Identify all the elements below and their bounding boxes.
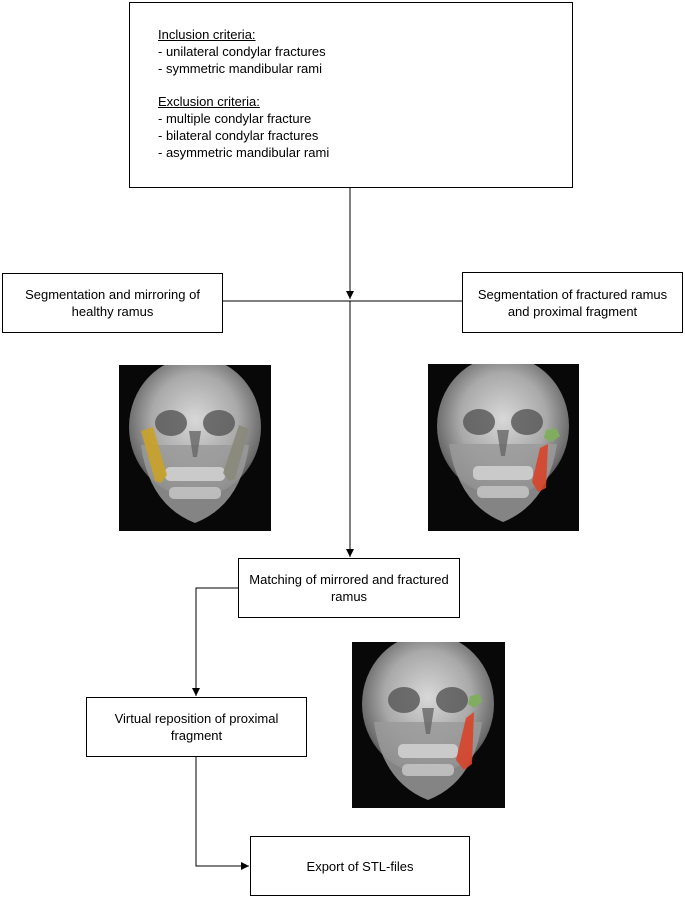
step-label: Export of STL-files [306, 858, 414, 874]
exclusion-item: - bilateral condylar fractures [158, 128, 319, 143]
inclusion-item: - symmetric mandibular rami [158, 61, 322, 76]
connector-matching-to-virtual [192, 587, 238, 696]
criteria-box: Inclusion criteria: - unilateral condyla… [129, 2, 573, 188]
step-matching: Matching of mirrored and fractured ramus [238, 558, 460, 618]
repositioned-fragment-overlay [468, 694, 482, 708]
inclusion-item: - unilateral condylar fractures [158, 44, 326, 59]
matched-ramus-overlay [456, 712, 474, 770]
xray-image-fractured-segmentation [428, 364, 579, 531]
step-label: Segmentation and mirroring of healthy ra… [25, 287, 200, 319]
xray-image-healthy-segmentation [119, 365, 271, 531]
fractured-ramus-overlay [532, 444, 548, 492]
step-virtual-reposition: Virtual reposition of proximal fragment [86, 697, 307, 757]
mirrored-ramus-overlay [223, 425, 249, 481]
healthy-ramus-overlay [141, 427, 167, 483]
exclusion-item: - multiple condylar fracture [158, 111, 312, 126]
proximal-fragment-overlay [544, 428, 560, 442]
step-export: Export of STL-files [250, 836, 470, 896]
xray-image-matching [352, 642, 505, 808]
step-label: Matching of mirrored and fractured ramus [249, 572, 449, 604]
exclusion-criteria-title: Exclusion criteria: [158, 94, 260, 109]
step-segmentation-healthy: Segmentation and mirroring of healthy ra… [2, 273, 223, 333]
inclusion-criteria-title: Inclusion criteria: [158, 27, 256, 42]
connector-virtual-to-export [195, 757, 249, 870]
exclusion-item: - asymmetric mandibular rami [158, 145, 330, 160]
step-label: Virtual reposition of proximal fragment [114, 711, 279, 743]
step-label: Segmentation of fractured ramus and prox… [477, 286, 668, 319]
step-segmentation-fractured: Segmentation of fractured ramus and prox… [462, 272, 683, 333]
